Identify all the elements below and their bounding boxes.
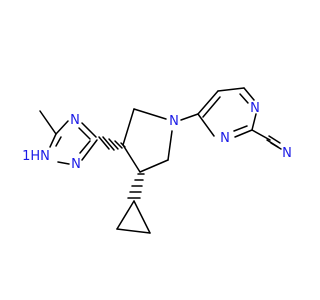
bond-double-inner (202, 96, 221, 118)
bond-double-inner (55, 136, 62, 147)
bond (55, 120, 69, 135)
bond-triple (268, 135, 281, 144)
bond-double-inner (79, 140, 91, 154)
bond (81, 139, 98, 161)
atom-nh-triazole: 1HN (22, 149, 50, 164)
pyrrolidine-ring (122, 108, 173, 173)
atom-n-pyrimidine-top: N (250, 101, 260, 116)
bond (217, 87, 245, 92)
stereo-hash-bond-cyclopropyl (127, 173, 145, 199)
bond (133, 200, 151, 234)
bond-triple (270, 142, 282, 150)
bond (57, 161, 70, 165)
atom-n-pyrimidine-bottom: N (220, 131, 230, 146)
bond (139, 159, 169, 173)
bond (197, 90, 219, 115)
h-letter-label: H (30, 149, 40, 164)
bond (133, 108, 167, 120)
stereo-hash-bond-triazole (98, 136, 126, 151)
bond (122, 108, 135, 146)
nh-n-label: N (40, 149, 50, 164)
structure-drawing: N N N N N N 1HN (22, 87, 292, 234)
hash (120, 142, 126, 148)
bond (234, 129, 253, 138)
bond (122, 144, 141, 173)
molecule-canvas: N N N N N N 1HN (22, 87, 292, 234)
atom-n-triazole-top: N (70, 113, 80, 128)
bond (49, 133, 57, 148)
bond (116, 228, 151, 234)
hash (108, 138, 119, 150)
triazole-ring (39, 110, 98, 165)
atom-n-triazole-bottom: N (71, 157, 81, 172)
cyclopropyl-ring (116, 200, 151, 234)
bond (180, 113, 199, 121)
methyl-bond (39, 110, 57, 135)
bond (197, 113, 215, 137)
bond (251, 113, 257, 131)
bond-double-inner (233, 125, 248, 132)
hash (114, 140, 123, 149)
bond (251, 129, 271, 141)
bond (243, 87, 255, 101)
bond (81, 122, 97, 138)
pyrimidine-ring (180, 87, 257, 138)
hash (102, 136, 115, 151)
h-prefix-label: 1 (22, 149, 30, 164)
hash (98, 136, 110, 150)
atom-n-pyrrolidine: N (169, 114, 179, 129)
nitrile-group (251, 129, 282, 150)
bond (167, 130, 173, 161)
bond-double-inner (78, 127, 91, 140)
bond (116, 200, 135, 230)
bond-double-inner (239, 93, 249, 104)
atom-n-nitrile: N (282, 146, 292, 161)
